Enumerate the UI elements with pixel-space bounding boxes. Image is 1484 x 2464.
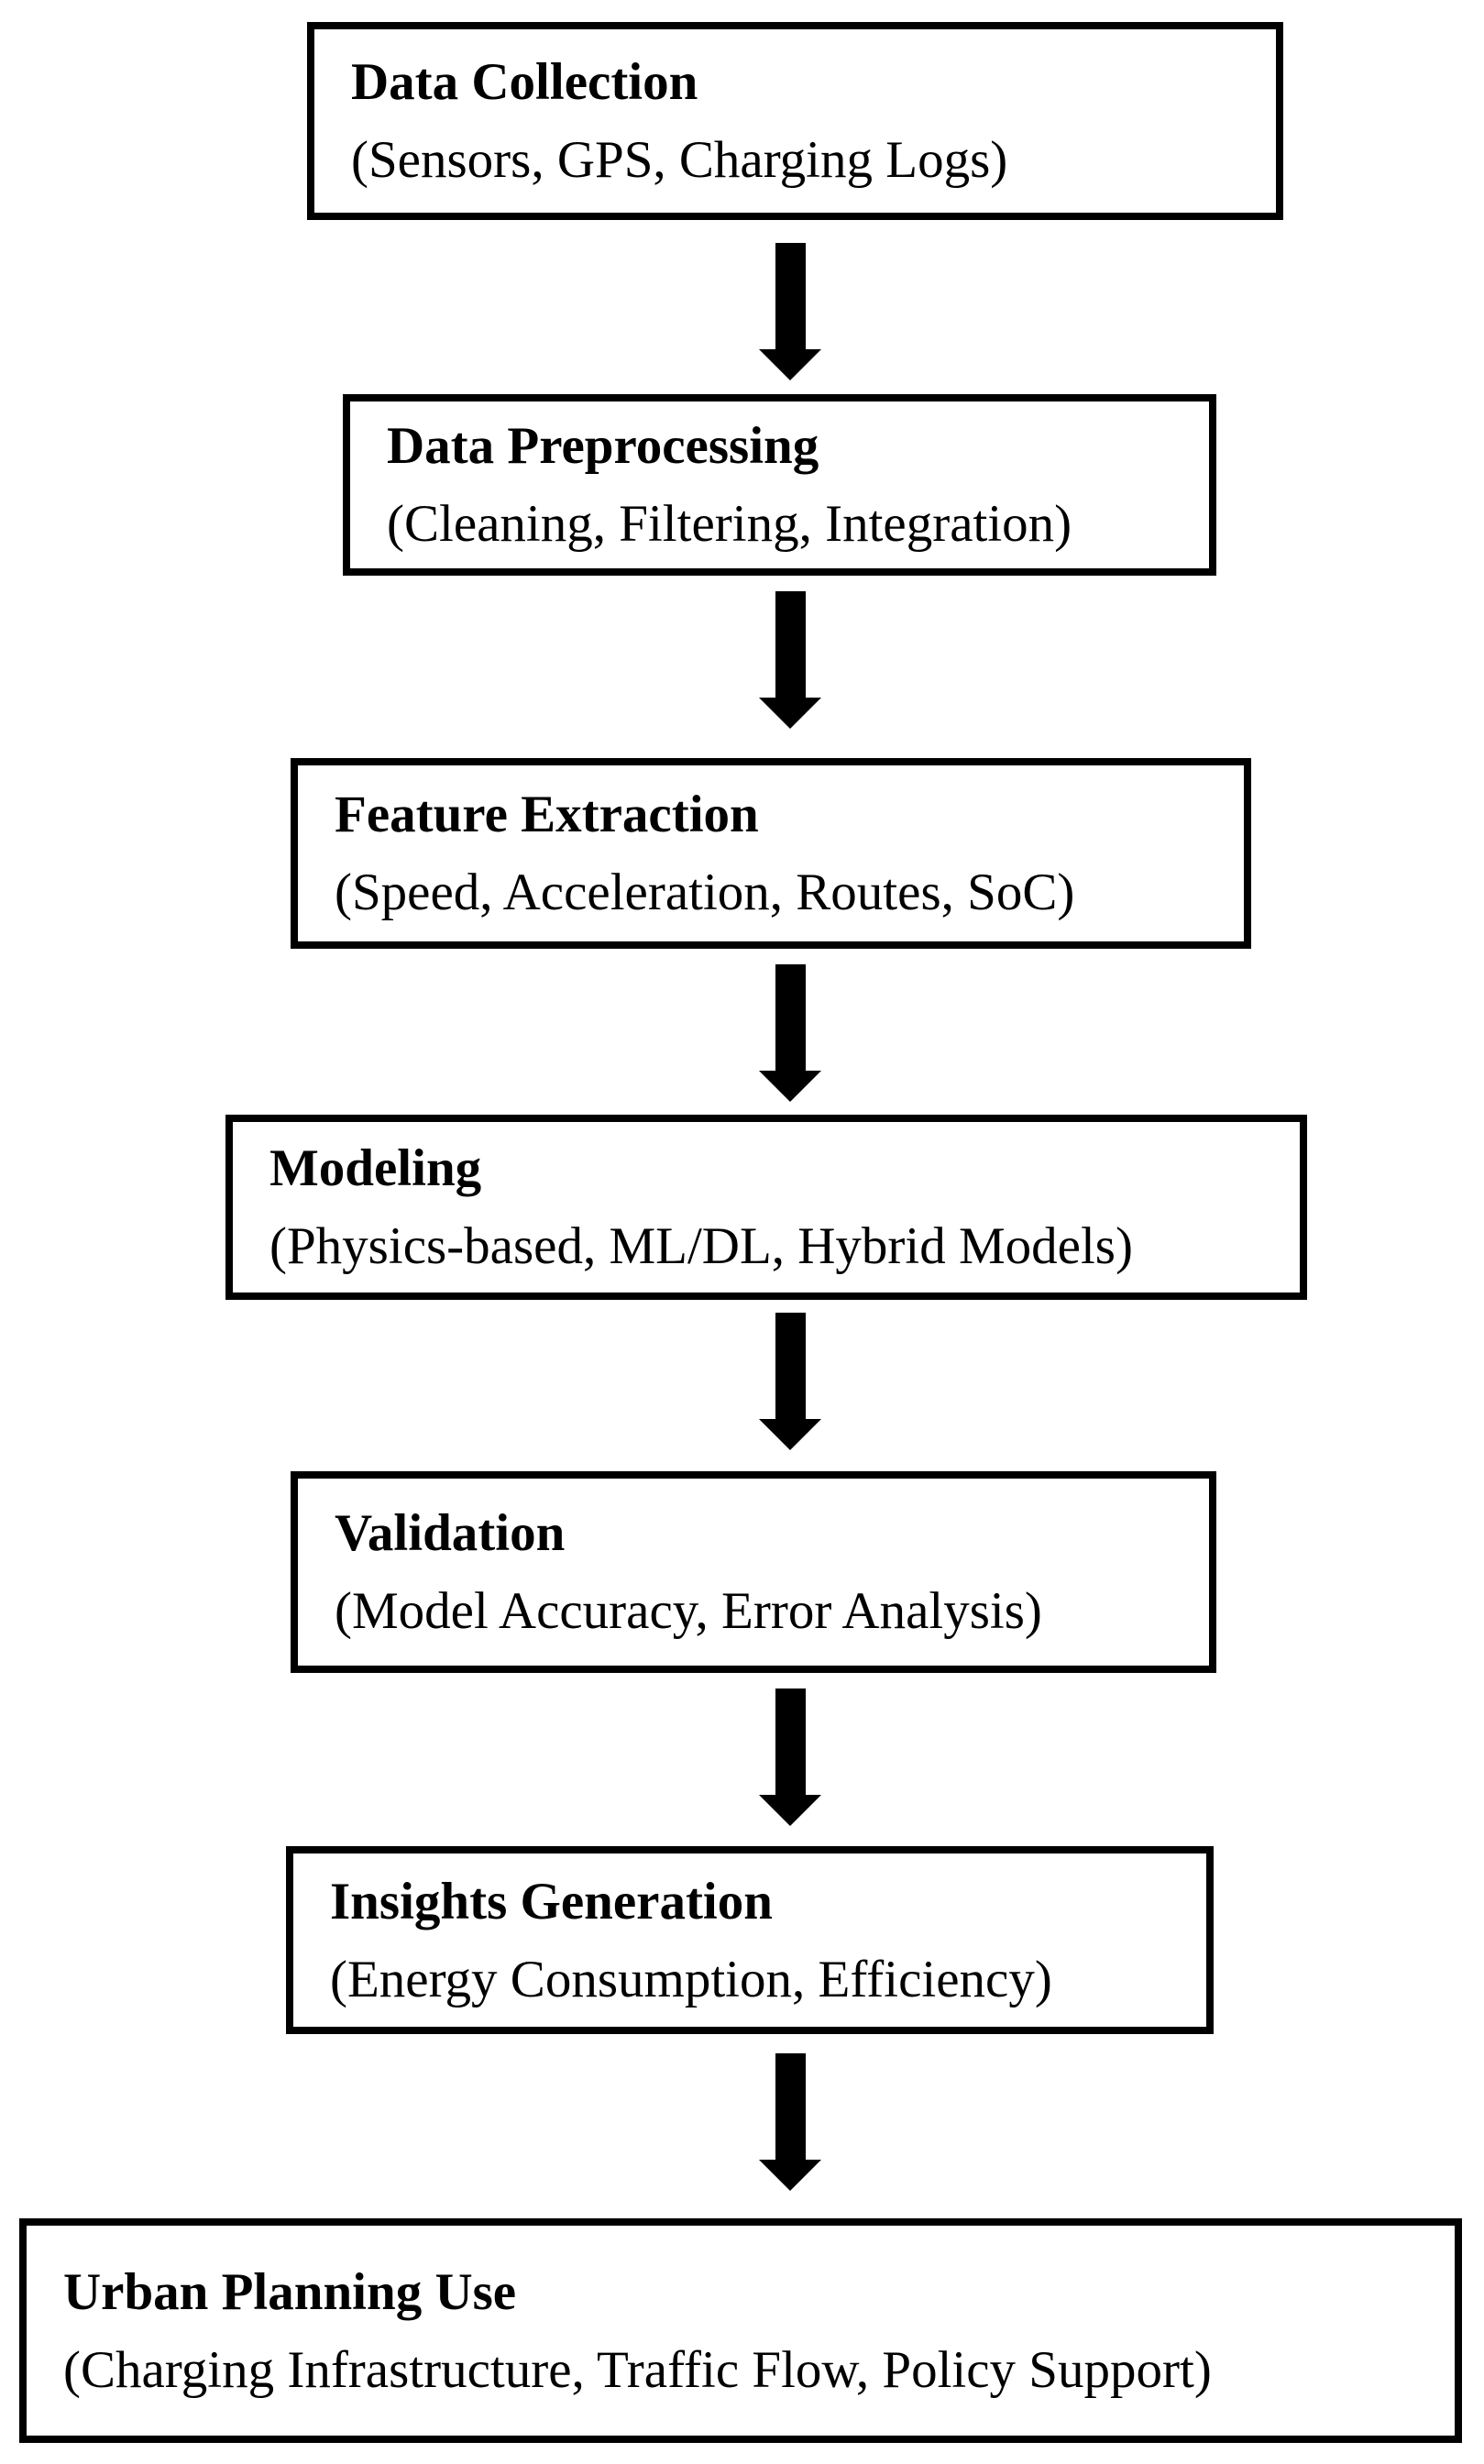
step-title: Modeling [269,1139,482,1197]
step-title: Validation [335,1504,566,1562]
arrow-shaft [775,1313,806,1419]
down-arrow-icon [759,1688,821,1826]
arrow-shaft [775,591,806,698]
step-subtitle: (Physics-based, ML/DL, Hybrid Models) [269,1217,1133,1275]
down-arrow-icon [759,1313,821,1450]
flow-step-data-preprocessing: Data Preprocessing (Cleaning, Filtering,… [343,394,1216,576]
arrow-head [759,1071,821,1102]
step-subtitle: (Model Accuracy, Error Analysis) [335,1582,1042,1640]
step-title: Insights Generation [330,1872,773,1930]
step-subtitle: (Charging Infrastructure, Traffic Flow, … [63,2340,1212,2399]
flow-step-urban-planning-use: Urban Planning Use (Charging Infrastruct… [19,2218,1462,2443]
arrow-shaft [775,964,806,1071]
arrow-head [759,698,821,729]
arrow-head [759,349,821,380]
down-arrow-icon [759,591,821,729]
arrow-shaft [775,2053,806,2160]
down-arrow-icon [759,964,821,1102]
step-subtitle: (Sensors, GPS, Charging Logs) [351,131,1008,189]
step-title: Urban Planning Use [63,2262,517,2321]
step-subtitle: (Cleaning, Filtering, Integration) [387,495,1072,553]
flow-step-feature-extraction: Feature Extraction (Speed, Acceleration,… [291,758,1251,949]
flow-step-validation: Validation (Model Accuracy, Error Analys… [291,1471,1216,1673]
arrow-shaft [775,1688,806,1795]
step-title: Data Collection [351,53,698,111]
step-title: Data Preprocessing [387,417,819,475]
flow-step-data-collection: Data Collection (Sensors, GPS, Charging … [307,22,1283,220]
step-subtitle: (Energy Consumption, Efficiency) [330,1950,1052,2008]
flow-step-insights-generation: Insights Generation (Energy Consumption,… [286,1846,1214,2034]
arrow-head [759,2160,821,2191]
arrow-head [759,1795,821,1826]
step-subtitle: (Speed, Acceleration, Routes, SoC) [335,864,1075,921]
arrow-head [759,1419,821,1450]
down-arrow-icon [759,2053,821,2191]
arrow-shaft [775,243,806,349]
step-title: Feature Extraction [335,786,759,843]
flow-step-modeling: Modeling (Physics-based, ML/DL, Hybrid M… [225,1115,1307,1300]
down-arrow-icon [759,243,821,380]
